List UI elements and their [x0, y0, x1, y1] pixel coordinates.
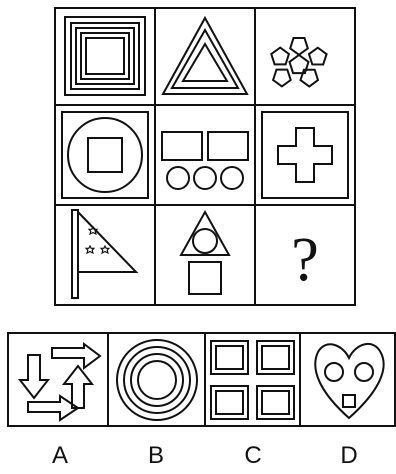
heart-face-option[interactable] — [315, 344, 383, 418]
circle-with-square — [62, 112, 148, 198]
option-label-b: B — [136, 442, 176, 470]
option-label-d: D — [329, 442, 369, 470]
pentagon-flower — [271, 38, 326, 87]
nested-squares — [65, 17, 145, 95]
nested-triangles — [163, 18, 247, 94]
arrows-option[interactable] — [20, 344, 100, 420]
flag-with-stars — [72, 210, 136, 298]
option-label-c: C — [233, 442, 273, 470]
circle-in-triangle-over-square — [181, 212, 229, 294]
cross-in-square — [262, 112, 348, 198]
rectangles-and-circles — [162, 132, 248, 189]
concentric-circles-option[interactable] — [117, 340, 197, 420]
four-squares-cross-option[interactable] — [211, 341, 294, 419]
option-label-a: A — [40, 442, 80, 470]
question-mark: ? — [291, 226, 319, 294]
